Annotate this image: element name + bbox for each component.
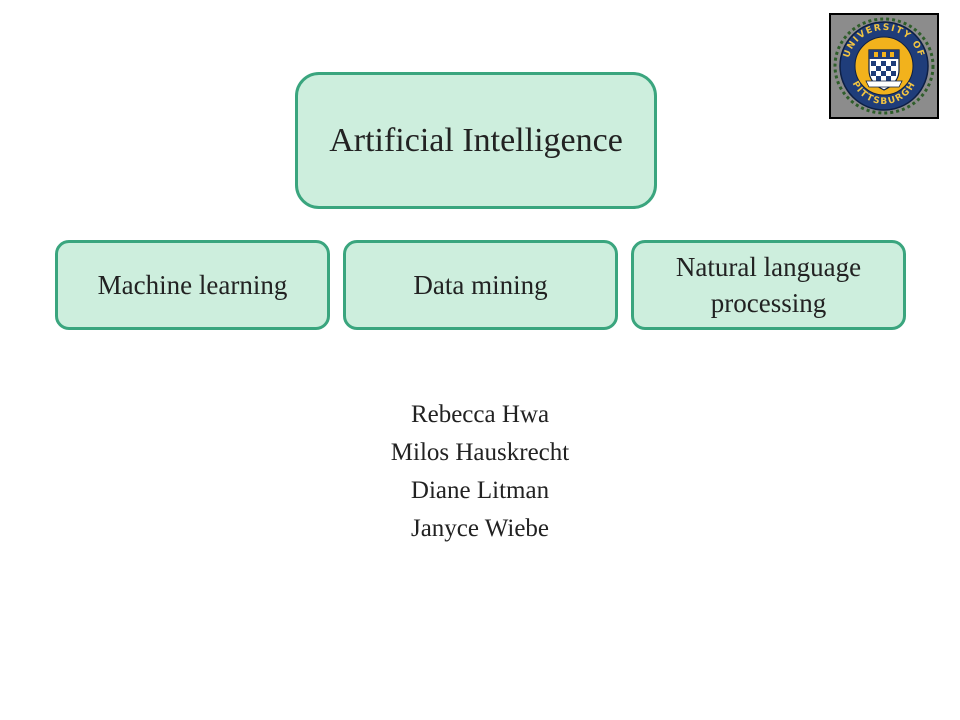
author-list: Rebecca Hwa Milos Hauskrecht Diane Litma… (280, 396, 680, 548)
child-node-machine-learning: Machine learning (55, 240, 330, 330)
child-node-label: Machine learning (97, 270, 288, 300)
child-node-label: Data mining (413, 270, 548, 300)
university-seal-logo: UNIVERSITY OF PITTSBURGH (829, 13, 939, 119)
author-name: Rebecca Hwa (410, 401, 550, 428)
child-node-data-mining: Data mining (343, 240, 618, 330)
author-name: Diane Litman (410, 477, 550, 504)
root-node-label: Artificial Intelligence (329, 121, 623, 159)
seal-icon: UNIVERSITY OF PITTSBURGH (833, 17, 935, 115)
author-name: Janyce Wiebe (410, 515, 550, 542)
child-node-label: Natural language processing (675, 252, 862, 318)
child-node-natural-language-processing: Natural language processing (631, 240, 906, 330)
root-node-artificial-intelligence: Artificial Intelligence (295, 72, 657, 209)
author-name: Milos Hauskrecht (390, 439, 570, 466)
